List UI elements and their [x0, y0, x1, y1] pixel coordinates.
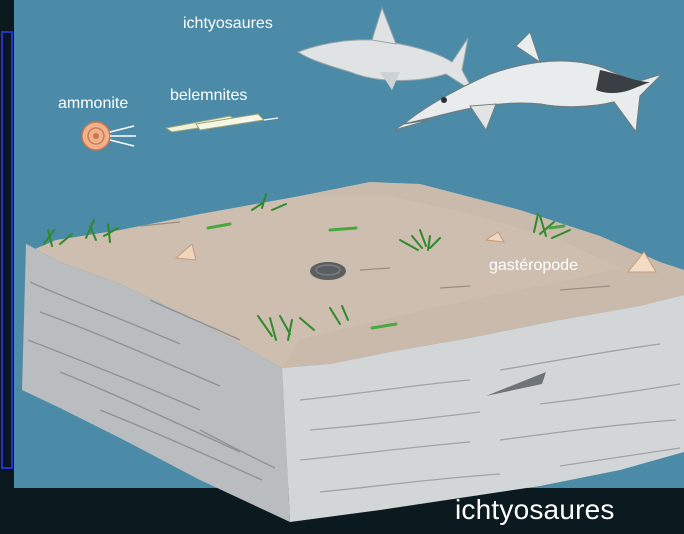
caption: ichtyosaures [455, 494, 615, 526]
label-ammonite: ammonite [58, 95, 128, 112]
label-gastropod: gastéropode [489, 257, 578, 274]
label-belemnites: belemnites [170, 87, 247, 104]
label-ichthyosaurs: ichtyosaures [183, 15, 273, 32]
